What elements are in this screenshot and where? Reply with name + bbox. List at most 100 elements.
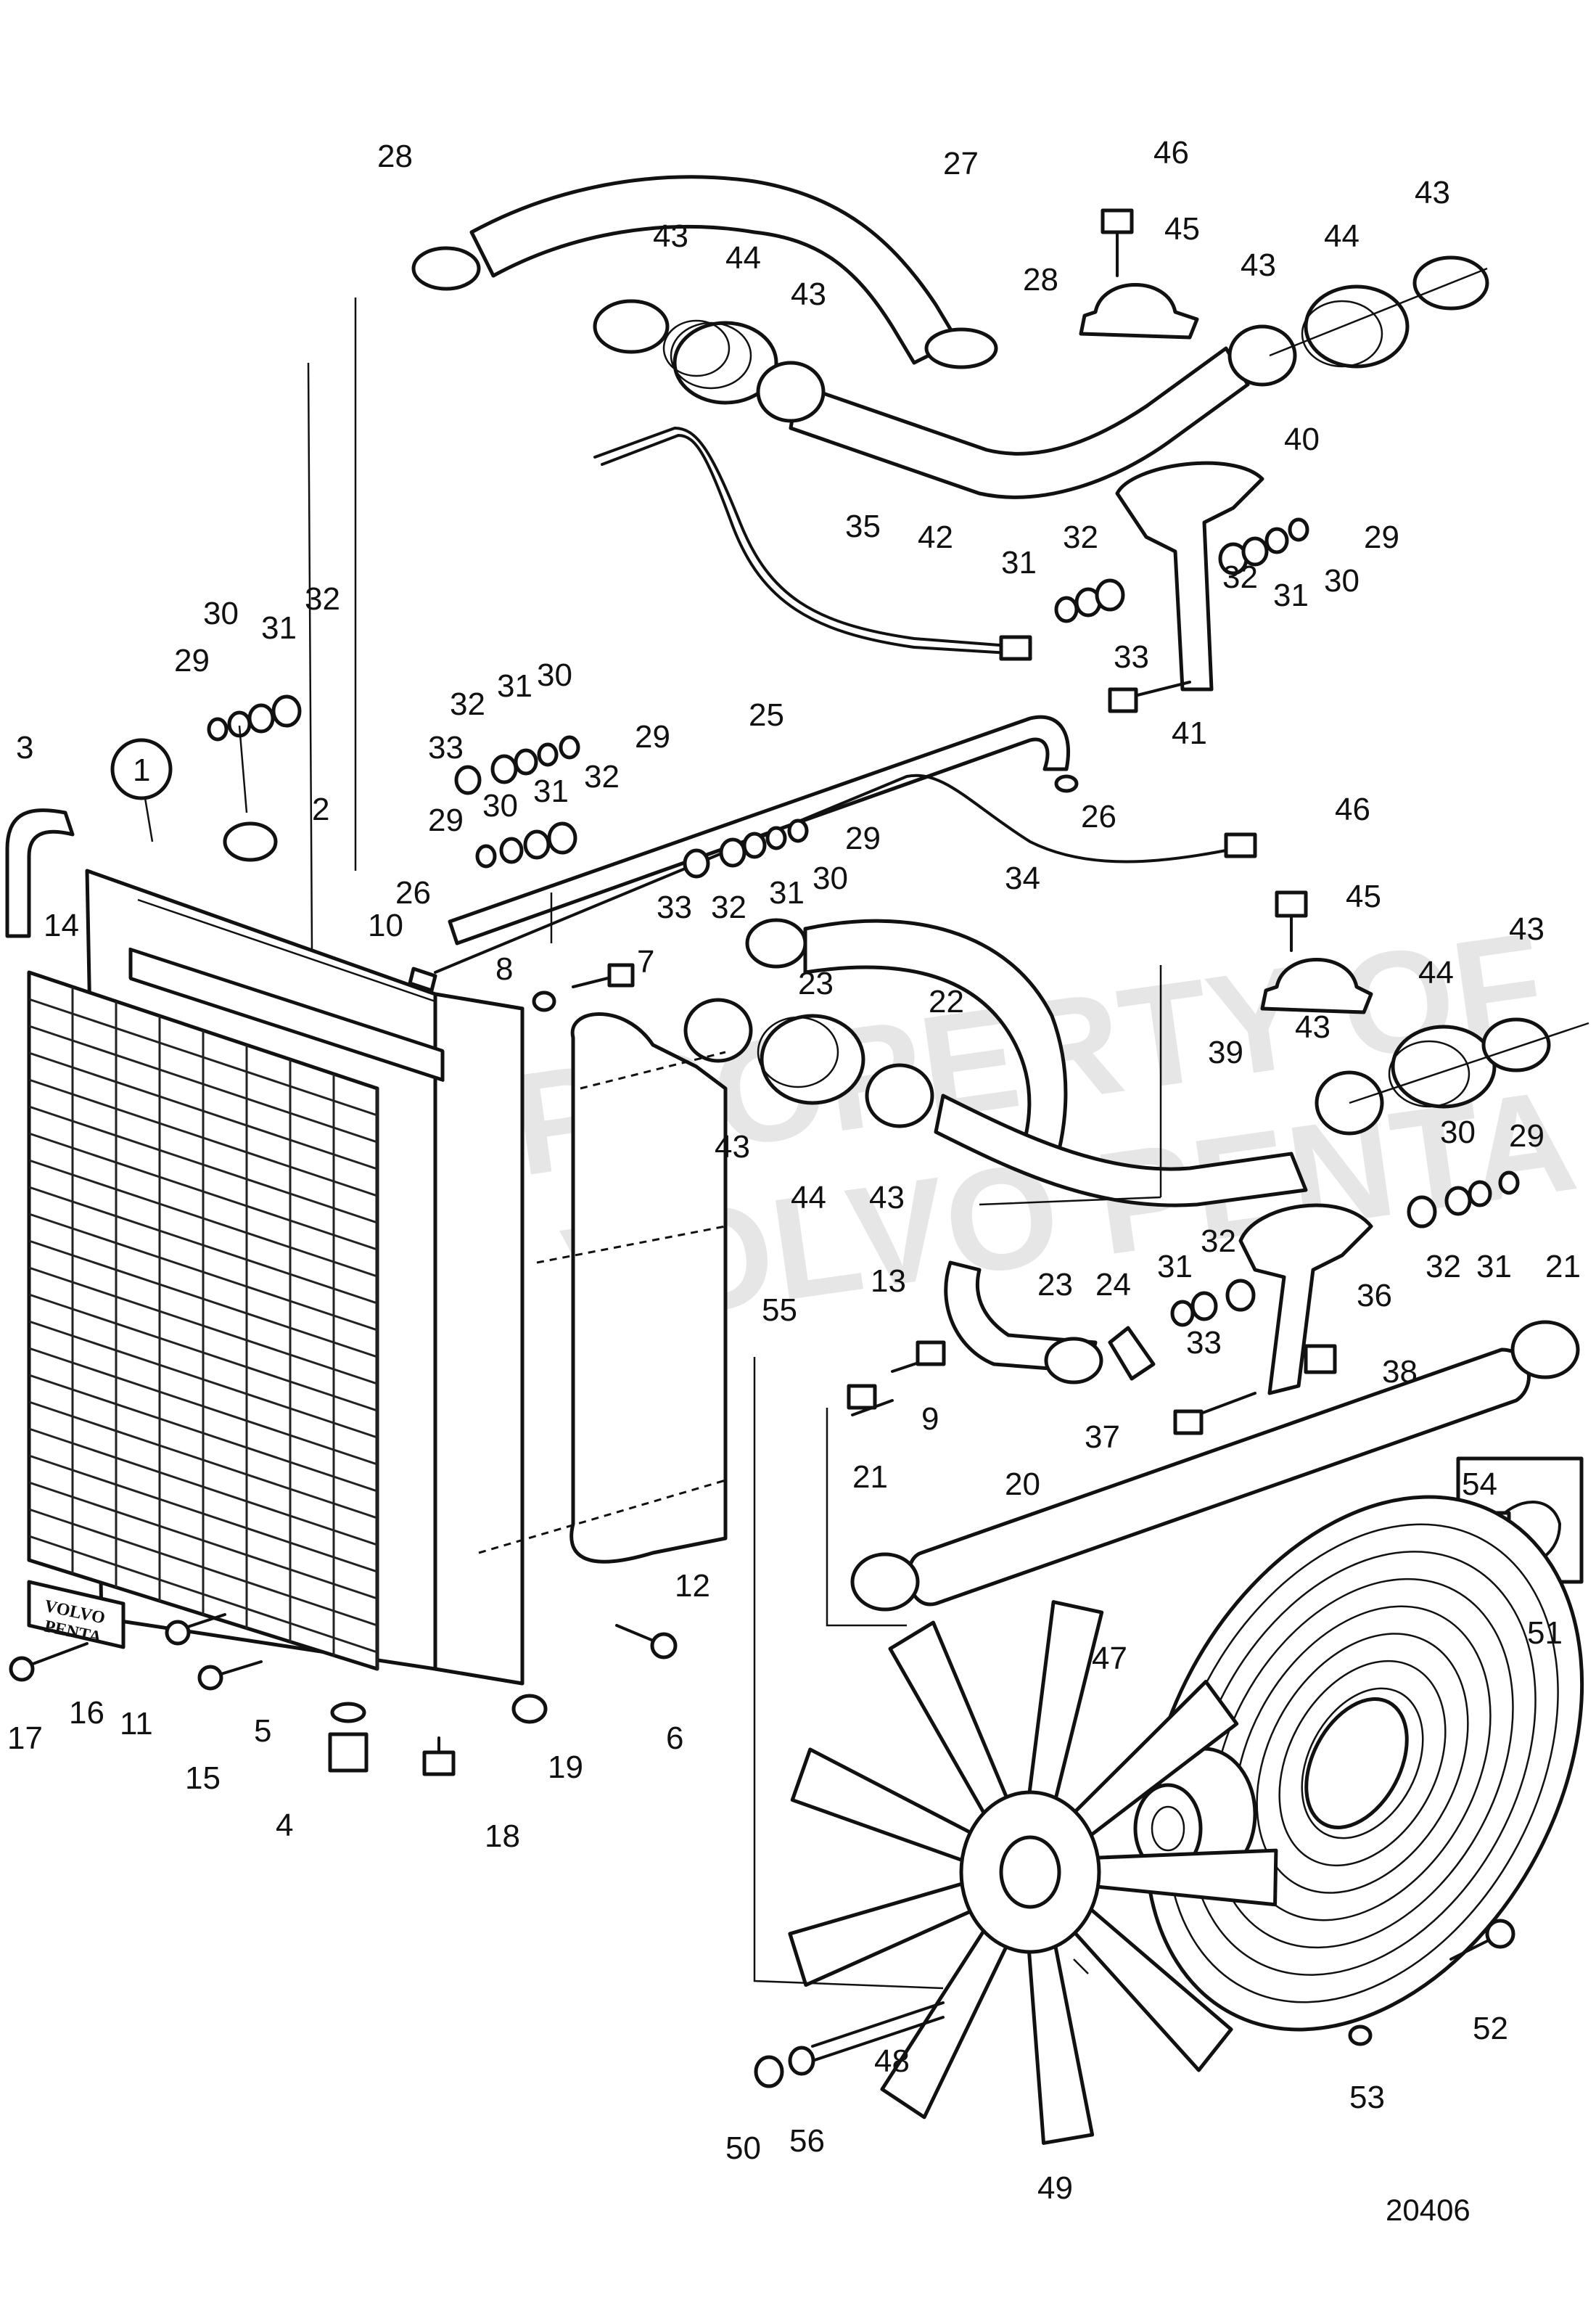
label-30: 30 — [203, 596, 239, 631]
label-22: 22 — [929, 984, 964, 1020]
washer-26-left — [408, 967, 437, 993]
label-21b: 21 — [1545, 1249, 1581, 1284]
drawing-number: 20406 — [1386, 2193, 1470, 2227]
label-32d: 32 — [711, 890, 746, 925]
clamp-43-top-left-a — [593, 299, 670, 354]
bellows-44-top-right — [1301, 284, 1410, 369]
label-28b: 28 — [1023, 262, 1058, 298]
bolt-48 — [811, 2001, 945, 2048]
washer-26-right — [1054, 774, 1079, 793]
label-30b: 30 — [537, 657, 572, 693]
label-32h: 32 — [1426, 1249, 1461, 1284]
washer-5 — [330, 1702, 366, 1723]
label-29c: 29 — [428, 803, 464, 838]
label-37: 37 — [1085, 1419, 1120, 1455]
label-6: 6 — [666, 1720, 683, 1756]
nut-50 — [754, 2055, 784, 2088]
callout-circle-1-text: 1 — [133, 752, 150, 788]
label-25: 25 — [749, 697, 784, 733]
nut-19 — [511, 1694, 548, 1724]
label-52: 52 — [1473, 2011, 1508, 2046]
label-23: 23 — [798, 966, 834, 1001]
label-40: 40 — [1284, 422, 1320, 457]
label-42: 42 — [918, 520, 953, 555]
clamp-43-mid-right-b — [1481, 1017, 1551, 1072]
label-10: 10 — [368, 908, 403, 943]
label-18: 18 — [485, 1818, 520, 1854]
clamp-43-mid-left-a — [683, 998, 753, 1063]
clamp-43-top-right-a — [1227, 324, 1297, 387]
label-32: 32 — [305, 581, 340, 617]
label-31h: 31 — [1476, 1249, 1512, 1284]
label-24: 24 — [1095, 1267, 1131, 1302]
nameplate: VOLVO PENTA — [27, 1580, 126, 1649]
label-45b: 45 — [1346, 879, 1381, 914]
part-labels: 2 3 4 5 6 7 8 9 10 11 12 13 14 15 16 17 … — [7, 135, 1581, 2206]
bolt-37 — [1196, 1392, 1256, 1416]
label-29d: 29 — [845, 821, 881, 856]
label-35: 35 — [845, 509, 881, 544]
pipe-34-nut — [1224, 832, 1257, 858]
label-17: 17 — [7, 1720, 43, 1756]
label-30d: 30 — [813, 861, 848, 896]
label-21: 21 — [852, 1459, 888, 1495]
bracket-36 — [1238, 1203, 1373, 1395]
bolt-46-mid-head — [1275, 890, 1308, 918]
clamp-23-lower — [1044, 1337, 1103, 1384]
label-55: 55 — [762, 1292, 797, 1328]
filler-cap — [223, 821, 278, 862]
fan-blade-49 — [788, 1600, 1278, 2145]
label-41: 41 — [1172, 715, 1207, 751]
washer-stack-29-32-a — [207, 694, 302, 742]
screw-17 — [28, 1642, 89, 1667]
washer-stack-36-right — [1407, 1170, 1520, 1228]
bolt-52 — [1449, 1936, 1496, 1961]
label-16: 16 — [69, 1695, 104, 1731]
label-2: 2 — [312, 792, 329, 827]
label-44c: 44 — [791, 1180, 826, 1215]
label-38: 38 — [1382, 1354, 1418, 1390]
label-31: 31 — [261, 610, 297, 646]
label-33b: 33 — [657, 890, 692, 925]
label-53: 53 — [1349, 2080, 1385, 2115]
fan-shroud — [569, 1012, 728, 1564]
washer-stack-left-40 — [1054, 578, 1125, 623]
label-31g: 31 — [1157, 1249, 1193, 1284]
spacer-38 — [1304, 1344, 1337, 1374]
label-39: 39 — [1208, 1035, 1243, 1070]
label-32c: 32 — [584, 759, 620, 795]
washer-stack-29-32-c — [475, 821, 577, 869]
label-8: 8 — [495, 951, 513, 987]
label-32b: 32 — [450, 686, 485, 722]
label-12: 12 — [675, 1568, 710, 1604]
label-32g: 32 — [1201, 1223, 1236, 1259]
label-44b: 44 — [1324, 218, 1360, 254]
label-32f: 32 — [1222, 559, 1258, 595]
callout-circle-1: 1 — [110, 738, 173, 842]
label-5: 5 — [254, 1713, 271, 1749]
bolt-46-top-head — [1101, 208, 1134, 234]
label-51: 51 — [1527, 1615, 1563, 1651]
label-30c: 30 — [482, 788, 518, 824]
label-31d: 31 — [769, 875, 805, 911]
washer-stack-right-40 — [1218, 517, 1309, 575]
label-43e: 43 — [715, 1129, 750, 1165]
label-31c: 31 — [533, 774, 569, 809]
label-9: 9 — [921, 1401, 939, 1437]
overflow-hose-3 — [5, 808, 75, 938]
label-45: 45 — [1164, 211, 1200, 247]
label-29f: 29 — [1509, 1118, 1544, 1154]
label-20: 20 — [1005, 1466, 1040, 1502]
label-15: 15 — [185, 1760, 221, 1796]
label-30f: 30 — [1440, 1115, 1476, 1150]
label-46: 46 — [1153, 135, 1189, 171]
label-43: 43 — [653, 218, 688, 254]
label-29: 29 — [174, 643, 210, 678]
label-43d: 43 — [1415, 175, 1450, 210]
label-33d: 33 — [1186, 1325, 1222, 1361]
label-31e: 31 — [1001, 545, 1037, 580]
pipe-35 — [593, 427, 1010, 647]
spring-clamp-24 — [1108, 1326, 1156, 1381]
bolt-41 — [1130, 681, 1191, 698]
